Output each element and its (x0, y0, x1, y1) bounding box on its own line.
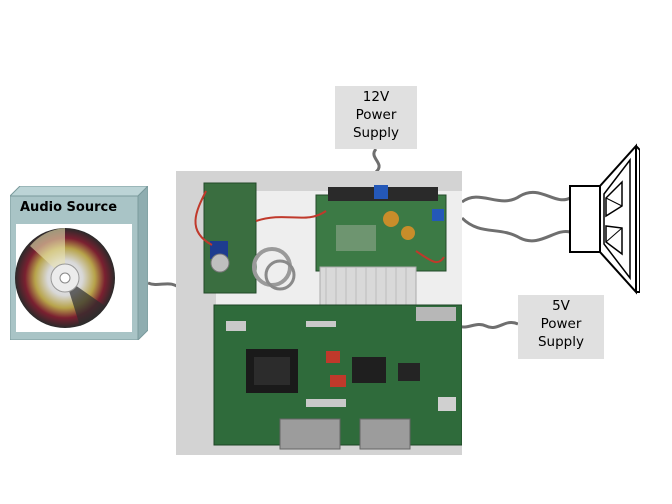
speaker-icon (569, 143, 640, 295)
audio-source-label: Audio Source (20, 200, 118, 215)
audio-source-box (10, 186, 148, 340)
power-supply-12v-word-power: Power (355, 107, 397, 123)
power-supply-5v-label: 5V Power Supply (518, 295, 604, 359)
power-5v-cable (457, 321, 519, 329)
power-supply-12v-label: 12V Power Supply (335, 86, 417, 149)
power-supply-5v-word-supply: Supply (537, 334, 584, 350)
power-supply-5v-word-power: Power (540, 316, 582, 332)
speaker-cable-bottom (460, 216, 571, 243)
speaker-cable-top (461, 190, 571, 204)
power-supply-12v-word-supply: Supply (352, 125, 399, 141)
power-supply-12v-voltage: 12V (362, 89, 390, 105)
power-supply-5v-voltage: 5V (552, 298, 570, 314)
hardware-board-photo (176, 171, 462, 455)
cd-disc-icon (15, 228, 115, 328)
